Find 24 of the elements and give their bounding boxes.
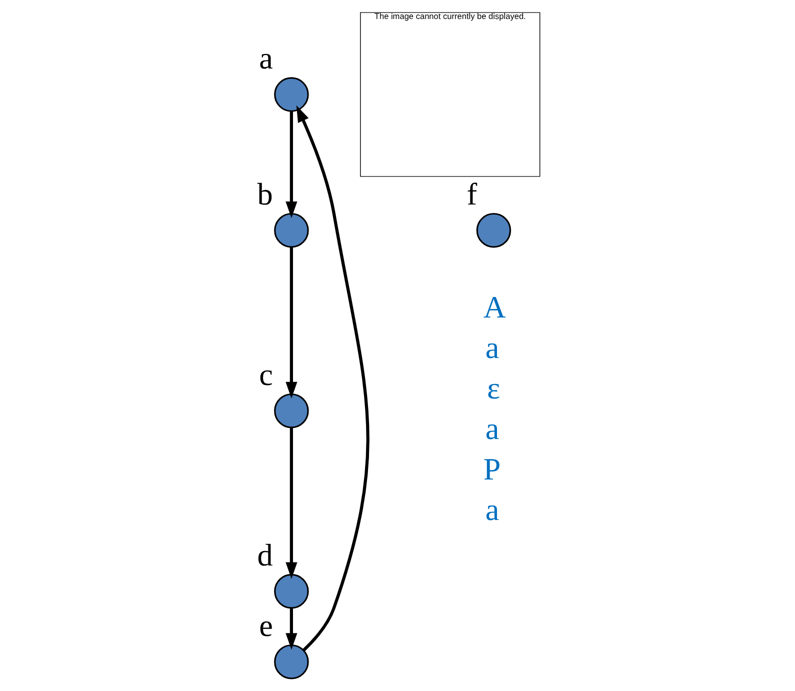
node-label: a bbox=[259, 40, 273, 76]
node-label: c bbox=[259, 356, 273, 392]
node-label: b bbox=[257, 176, 273, 212]
node-label: d bbox=[257, 537, 273, 572]
label: A bbox=[483, 289, 506, 324]
arrow bbox=[286, 428, 298, 579]
arrow bbox=[286, 111, 298, 218]
node-box: The image cannot currently be displayed. bbox=[360, 12, 540, 177]
arrow bbox=[286, 247, 298, 398]
node-label: e bbox=[259, 608, 273, 643]
label: ε bbox=[486, 370, 500, 406]
node-label: f bbox=[466, 176, 478, 212]
label: a bbox=[485, 492, 500, 527]
label: a bbox=[485, 330, 500, 365]
arrow bbox=[286, 608, 298, 650]
node-circle bbox=[274, 393, 309, 428]
label: P bbox=[483, 451, 501, 486]
arrow bbox=[296, 105, 370, 652]
node-circle bbox=[274, 77, 309, 112]
node-circle bbox=[476, 213, 512, 248]
node-circle bbox=[274, 213, 309, 248]
node-circle bbox=[274, 644, 309, 680]
node-circle bbox=[274, 574, 309, 609]
label: a bbox=[485, 410, 500, 446]
